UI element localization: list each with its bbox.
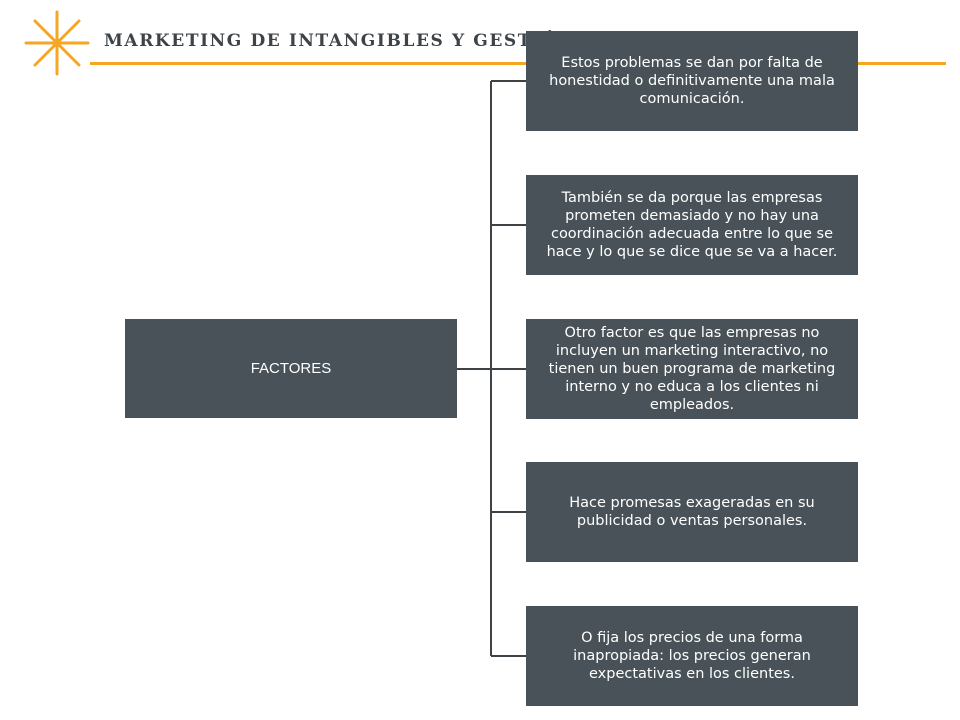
child-node-label: O fija los precios de una forma inapropi… <box>573 630 811 682</box>
child-node-label: Otro factor es que las empresas no inclu… <box>548 325 836 413</box>
child-node-1: Estos problemas se dan por falta de hone… <box>526 31 858 131</box>
child-node-3: Otro factor es que las empresas no inclu… <box>526 319 858 419</box>
header-rule-right <box>858 62 946 65</box>
child-node-4: Hace promesas exageradas en su publicida… <box>526 462 858 562</box>
child-node-label: También se da porque las empresas promet… <box>546 190 838 260</box>
child-node-5: O fija los precios de una forma inapropi… <box>526 606 858 706</box>
root-node-label: FACTORES <box>250 359 332 377</box>
header-title: MARKETING DE INTANGIBLES Y GESTIÓN DE S <box>104 31 635 51</box>
child-node-label: Hace promesas exageradas en su publicida… <box>569 495 815 529</box>
header-rule-left <box>90 62 530 65</box>
child-node-2: También se da porque las empresas promet… <box>526 175 858 275</box>
sun-burst-icon <box>24 10 90 76</box>
child-node-label: Estos problemas se dan por falta de hone… <box>549 55 835 107</box>
root-node-factores: FACTORES <box>125 319 457 418</box>
